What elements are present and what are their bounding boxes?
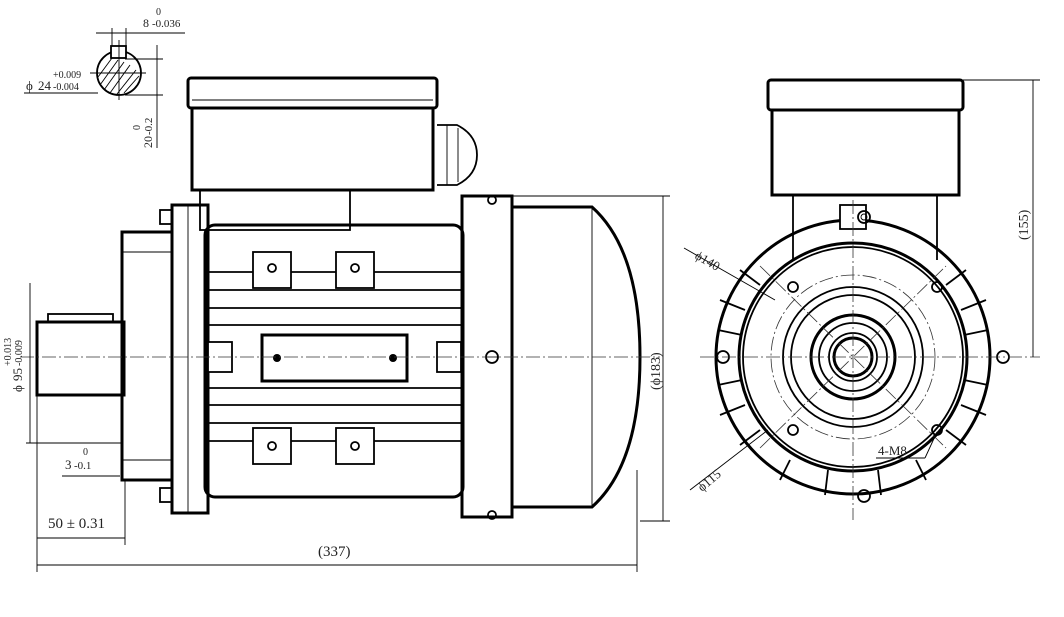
spigot-diameter-symbol: ϕ — [10, 385, 25, 392]
key-height-upper: 0 — [132, 125, 143, 130]
key-height-lower: -0.2 — [143, 118, 155, 135]
shaft-diameter-symbol: ϕ — [26, 78, 33, 93]
spigot-depth-lower: -0.1 — [74, 460, 91, 472]
shaft-length-label: 50 ± 0.31 — [48, 516, 105, 532]
key-width-lower: -0.036 — [152, 18, 181, 30]
side-view — [20, 76, 660, 520]
box-height-label: (155) — [1017, 209, 1032, 240]
flange-pcd-label: ϕ140 — [693, 248, 723, 274]
holes-label: 4-M8 — [878, 443, 907, 458]
key-width-upper: 0 — [156, 7, 161, 18]
overall-length-label: (337) — [318, 544, 351, 560]
spigot-depth-base: 3 — [65, 457, 72, 472]
shaft-diameter-lower: -0.004 — [53, 82, 79, 93]
spigot-pcd-label: ϕ115 — [694, 466, 723, 494]
shaft-section-detail: 0 8 -0.036 ϕ 24 +0.009 -0.004 20 -0.2 0 — [24, 7, 185, 148]
key-width-base: 8 — [143, 16, 149, 30]
spigot-depth-upper: 0 — [83, 447, 88, 458]
end-view — [700, 78, 1040, 520]
spigot-diameter-lower: -0.009 — [14, 340, 25, 366]
spigot-diameter-upper: +0.013 — [3, 338, 14, 366]
shaft-diameter-base: 24 — [38, 78, 52, 93]
shaft-diameter-upper: +0.009 — [53, 70, 81, 81]
overall-height-label: (ϕ183) — [649, 352, 664, 390]
side-dimensions: (337) 50 ± 0.31 0 3 -0.1 ϕ 95 +0.013 -0.… — [3, 195, 670, 572]
key-height-base: 20 — [141, 136, 155, 148]
spigot-diameter-base: 95 — [10, 368, 25, 381]
